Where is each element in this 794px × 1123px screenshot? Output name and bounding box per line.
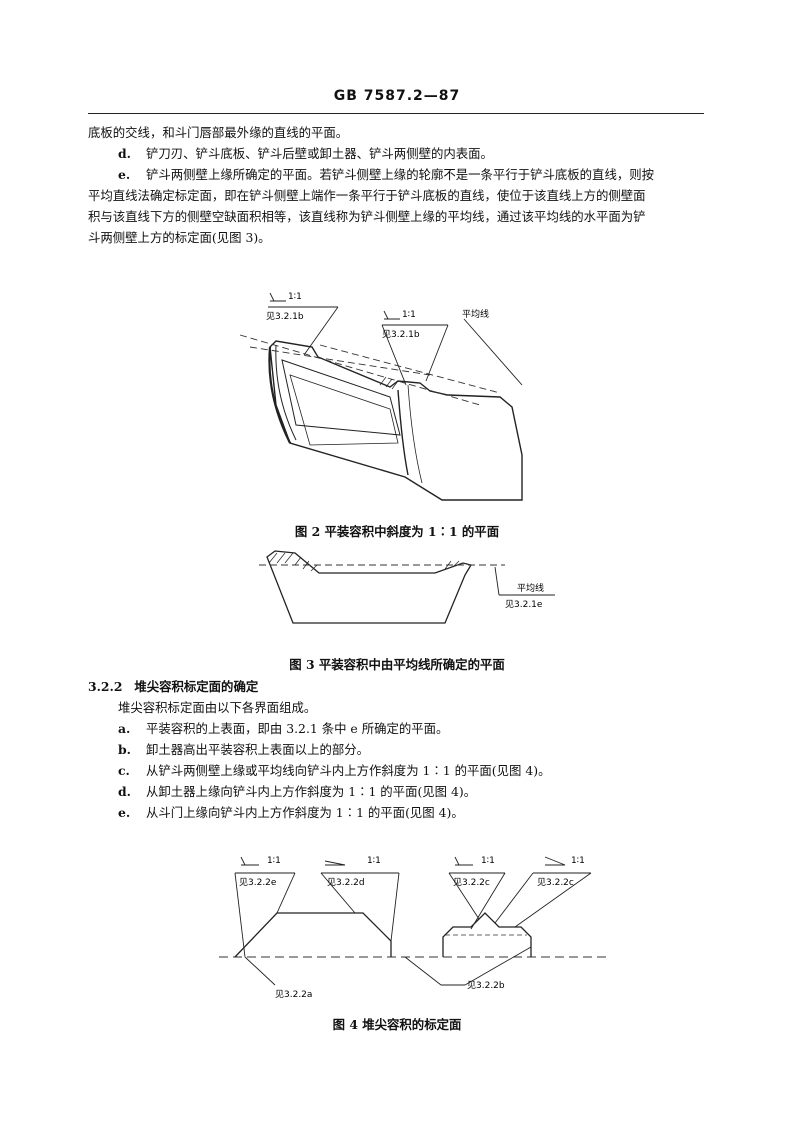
item-e-text-3: 积与该直线下方的侧壁空缺面积相等，该直线称为铲斗侧壁上缘的平均线，通过该平均线的… bbox=[88, 209, 646, 224]
item-d-text: 铲刀刃、铲斗底板、铲斗后壁或卸土器、铲斗两侧壁的内表面。 bbox=[146, 146, 493, 161]
item-e-text-1: 铲斗两侧壁上缘所确定的平面。若铲斗侧壁上缘的轮廓不是一条平行于铲斗底板的直线，则… bbox=[146, 167, 655, 182]
fig4-bottom-right-ref: 见3.2.2b bbox=[467, 980, 505, 991]
figure-2-diagram: 1∶1 见3.2.1b 1∶1 见3.2.1b 平均线 bbox=[239, 292, 523, 501]
section-3-2-2: 3.2.2 堆尖容积标定面的确定 堆尖容积标定面由以下各界面组成。 a.平装容积… bbox=[88, 676, 704, 823]
section-heading: 3.2.2 堆尖容积标定面的确定 bbox=[88, 676, 704, 697]
fig2-callout1-slope: 1∶1 bbox=[288, 292, 302, 302]
fig4-c4-slope: 1∶1 bbox=[571, 856, 585, 866]
list-item: c.从铲斗两侧壁上缘或平均线向铲斗内上方作斜度为 1∶1 的平面(见图 4)。 bbox=[118, 763, 551, 778]
figure-2-caption: 图 2 平装容积中斜度为 1∶1 的平面 bbox=[294, 524, 500, 539]
fig2-callout3-average-line: 平均线 bbox=[462, 308, 489, 320]
fig3-average-line-label: 平均线 bbox=[517, 582, 544, 594]
section-number: 3.2.2 bbox=[88, 679, 123, 694]
item-d-label: d. bbox=[118, 146, 131, 161]
figure-4-caption: 图 4 堆尖容积的标定面 bbox=[332, 1017, 462, 1032]
fig4-c4-ref: 见3.2.2c bbox=[537, 877, 574, 888]
continuation-line: 底板的交线，和斗门唇部最外缘的直线的平面。 bbox=[88, 125, 349, 140]
fig3-ref-label: 见3.2.1e bbox=[505, 599, 543, 610]
section-title: 堆尖容积标定面的确定 bbox=[134, 679, 259, 694]
item-e-text-2: 平均直线法确定标定面，即在铲斗侧壁上端作一条平行于铲斗底板的直线，使位于该直线上… bbox=[88, 188, 646, 203]
fig4-bottom-left-ref: 见3.2.2a bbox=[275, 989, 312, 1000]
fig4-c1-slope: 1∶1 bbox=[267, 856, 281, 866]
list-item: e.从斗门上缘向铲斗内上方作斜度为 1∶1 的平面(见图 4)。 bbox=[118, 805, 464, 820]
fig4-c3-slope: 1∶1 bbox=[481, 856, 495, 866]
item-d: d. 铲刀刃、铲斗底板、铲斗后壁或卸土器、铲斗两侧壁的内表面。 bbox=[88, 143, 704, 164]
fig4-c2-ref: 见3.2.2d bbox=[327, 877, 365, 888]
fig4-c2-slope: 1∶1 bbox=[367, 856, 381, 866]
list-item: b.卸土器高出平装容积上表面以上的部分。 bbox=[118, 742, 370, 757]
figure-4-diagram: 1∶1 见3.2.2e 1∶1 见3.2.2d 1∶1 见3.2.2c 1∶1 … bbox=[219, 856, 611, 1000]
header-rule bbox=[88, 113, 704, 114]
figure-3-diagram: 平均线 见3.2.1e bbox=[259, 550, 555, 624]
item-e-label: e. bbox=[118, 167, 131, 182]
item-e-text-4: 斗两侧壁上方的标定面(见图 3)。 bbox=[88, 230, 271, 245]
fig4-c3-ref: 见3.2.2c bbox=[453, 877, 490, 888]
fig2-callout1-ref: 见3.2.1b bbox=[266, 311, 304, 322]
fig2-callout2-ref: 见3.2.1b bbox=[382, 329, 420, 340]
item-e: e. 铲斗两侧壁上缘所确定的平面。若铲斗侧壁上缘的轮廓不是一条平行于铲斗底板的直线… bbox=[88, 164, 704, 185]
fig4-c1-ref: 见3.2.2e bbox=[239, 877, 277, 888]
section-intro: 堆尖容积标定面由以下各界面组成。 bbox=[118, 700, 317, 715]
list-item: d.从卸土器上缘向铲斗内上方作斜度为 1∶1 的平面(见图 4)。 bbox=[118, 784, 477, 799]
figure-3-caption: 图 3 平装容积中由平均线所确定的平面 bbox=[289, 657, 505, 672]
fig2-callout2-slope: 1∶1 bbox=[402, 310, 416, 320]
standard-header: GB 7587.2—87 bbox=[333, 88, 461, 104]
top-text-block: 底板的交线，和斗门唇部最外缘的直线的平面。 d. 铲刀刃、铲斗底板、铲斗后壁或卸土… bbox=[88, 122, 704, 248]
list-item: a.平装容积的上表面，即由 3.2.1 条中 e 所确定的平面。 bbox=[118, 721, 449, 736]
